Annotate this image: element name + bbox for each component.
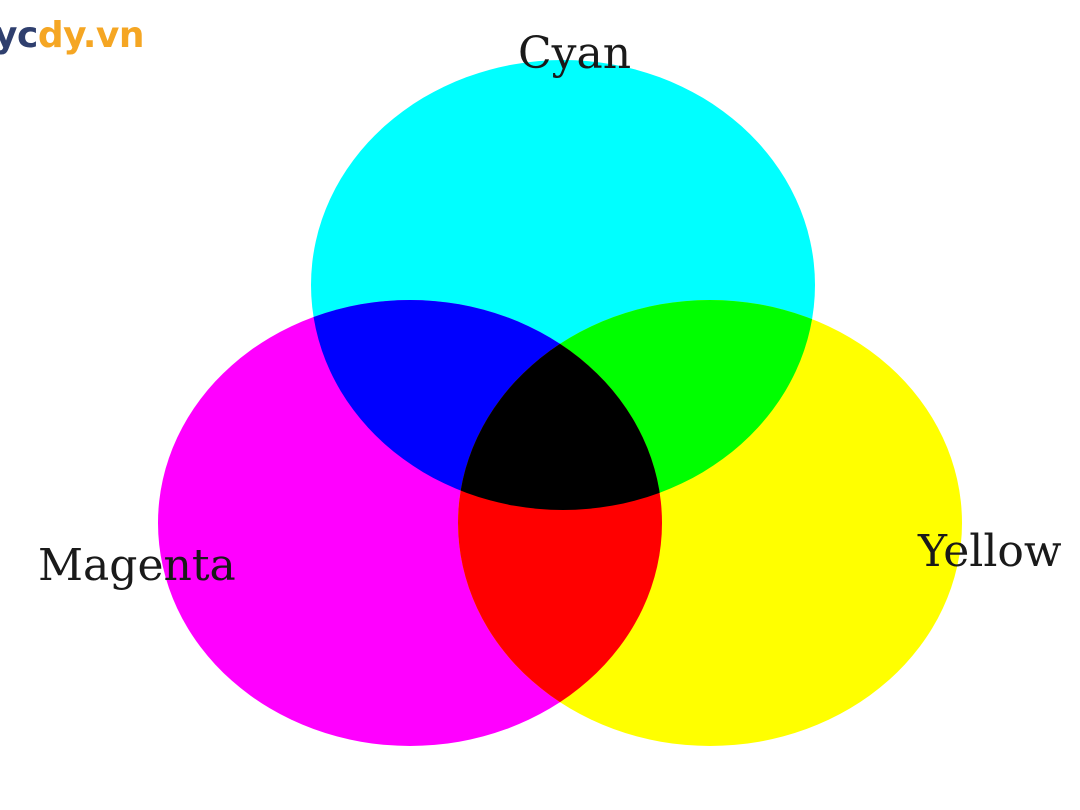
center-overlap [458, 300, 662, 510]
watermark-part-2: dy.vn [37, 15, 145, 56]
yellow-label: Yellow [918, 526, 1062, 577]
watermark-logo: ycdy.vn [0, 15, 145, 56]
magenta-label: Magenta [38, 540, 236, 591]
watermark-part-1: yc [0, 15, 38, 56]
cyan-label: Cyan [518, 28, 632, 79]
